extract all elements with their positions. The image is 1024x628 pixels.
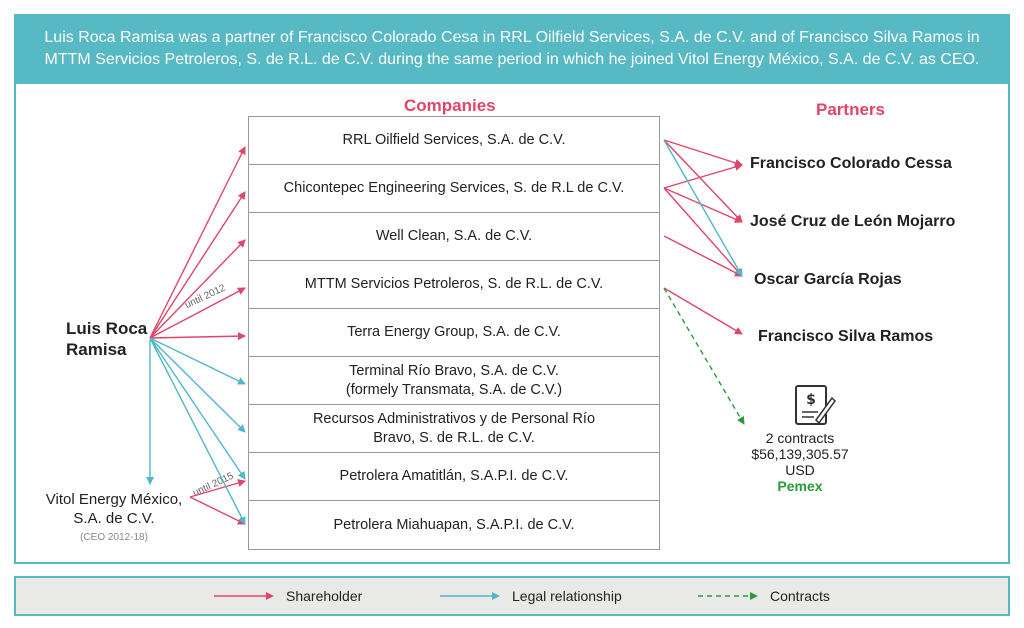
arrow-chicontepec-garcia	[663, 187, 743, 277]
vitol-name-line2: S.A. de C.V.	[73, 510, 155, 527]
arrow-legal-amatitlan	[149, 337, 246, 480]
header-banner: Luis Roca Ramisa was a partner of Franci…	[14, 14, 1010, 84]
arrow-vitol-miahuapan	[189, 496, 246, 525]
company-name-line2: (formely Transmata, S.A. de C.V.)	[345, 381, 563, 398]
company-name: Petrolera Miahuapan, S.A.P.I. de C.V.	[333, 516, 575, 533]
arrow-chicontepec-cruz	[663, 187, 743, 223]
contracts-amount: $56,139,305.57 USD	[751, 446, 849, 478]
contract-document-icon: $	[795, 385, 836, 425]
arrow-shareholder-rrl	[149, 146, 246, 339]
arrow-vitol-amatitlan	[189, 479, 246, 498]
vitol-name-line1: Vitol Energy México,	[45, 491, 183, 508]
company-row: Terminal Río Bravo, S.A. de C.V. (formely…	[249, 357, 659, 405]
company-row: Terra Energy Group, S.A. de C.V.	[249, 309, 659, 357]
company-row: Chicontepec Engineering Services, S. de …	[249, 165, 659, 213]
arrow-shareholder-wellclean	[149, 239, 246, 339]
arrow-shareholder-mttm	[149, 287, 246, 339]
company-name-line2: Bravo, S. de R.L. de C.V.	[373, 429, 535, 446]
arrow-legal-recursos	[149, 337, 246, 433]
header-text: Luis Roca Ramisa was a partner of Franci…	[44, 29, 980, 68]
shareholder-arrow-icon	[214, 592, 274, 600]
legend: Shareholder Legal relationship Contracts	[14, 576, 1010, 616]
contracts-count: 2 contracts	[765, 430, 835, 446]
company-name: MTTM Servicios Petroleros, S. de R.L. de…	[304, 276, 604, 292]
legend-contracts-label: Contracts	[770, 588, 830, 604]
person-luis-roca-ramisa: Luis Roca Ramisa	[66, 318, 147, 360]
company-name: Well Clean, S.A. de C.V.	[375, 228, 533, 244]
contracts-arrow-icon	[698, 592, 758, 600]
partner-francisco-colorado: Francisco Colorado Cessa	[750, 155, 952, 172]
partner-francisco-silva: Francisco Silva Ramos	[758, 328, 934, 345]
legend-legal: Legal relationship	[440, 578, 622, 614]
svg-text:$: $	[806, 392, 816, 408]
company-name: Petrolera Amatitlán, S.A.P.I. de C.V.	[339, 468, 569, 484]
arrow-legal-miahuapan	[149, 337, 246, 525]
company-row: RRL Oilfield Services, S.A. de C.V.	[249, 117, 659, 165]
legal-arrow-icon	[440, 592, 500, 600]
person-name-line2: Ramisa	[66, 340, 127, 359]
legend-contracts: Contracts	[698, 578, 830, 614]
partner-oscar-garcia: Oscar García Rojas	[754, 271, 902, 288]
arrow-legal-rio-bravo	[149, 337, 246, 385]
person-name-line1: Luis Roca	[66, 319, 148, 338]
contracts-info: 2 contracts $56,139,305.57 USD Pemex	[740, 430, 860, 494]
company-row: MTTM Servicios Petroleros, S. de R.L. de…	[249, 261, 659, 309]
arrow-contracts-pemex	[663, 287, 745, 425]
vitol-ceo-note: (CEO 2012-18)	[80, 532, 148, 543]
arrow-wellclean-garcia	[663, 235, 743, 277]
company-name: Terminal Río Bravo, S.A. de C.V.	[349, 362, 559, 379]
arrow-rrl-colorado	[663, 139, 743, 167]
partners-title: Partners	[816, 100, 885, 119]
arrow-chicontepec-colorado	[663, 163, 743, 189]
company-row: Well Clean, S.A. de C.V.	[249, 213, 659, 261]
arrow-legal-rrl-garcia	[663, 139, 743, 277]
arrow-shareholder-chicontepec	[149, 191, 246, 339]
legend-shareholder: Shareholder	[214, 578, 362, 614]
companies-title: Companies	[404, 96, 496, 115]
legend-legal-label: Legal relationship	[512, 588, 622, 604]
company-row: Petrolera Miahuapan, S.A.P.I. de C.V.	[249, 501, 659, 549]
company-name: Chicontepec Engineering Services, S. de …	[283, 180, 625, 196]
partner-jose-cruz: José Cruz de León Mojarro	[750, 213, 956, 230]
company-name: Recursos Administrativos y de Personal R…	[312, 410, 596, 427]
company-name: Terra Energy Group, S.A. de C.V.	[347, 324, 561, 340]
arrow-shareholder-terra	[149, 332, 246, 341]
vitol-energy-node: Vitol Energy México, S.A. de C.V. (CEO 2…	[44, 490, 184, 547]
company-row: Petrolera Amatitlán, S.A.P.I. de C.V.	[249, 453, 659, 501]
arrow-mttm-silva	[663, 287, 743, 335]
contracts-entity: Pemex	[777, 478, 823, 494]
arrow-rrl-cruz	[663, 139, 743, 223]
companies-table: RRL Oilfield Services, S.A. de C.V. Chic…	[248, 116, 660, 550]
company-name: RRL Oilfield Services, S.A. de C.V.	[342, 132, 566, 148]
company-row: Recursos Administrativos y de Personal R…	[249, 405, 659, 453]
legend-shareholder-label: Shareholder	[286, 588, 363, 604]
